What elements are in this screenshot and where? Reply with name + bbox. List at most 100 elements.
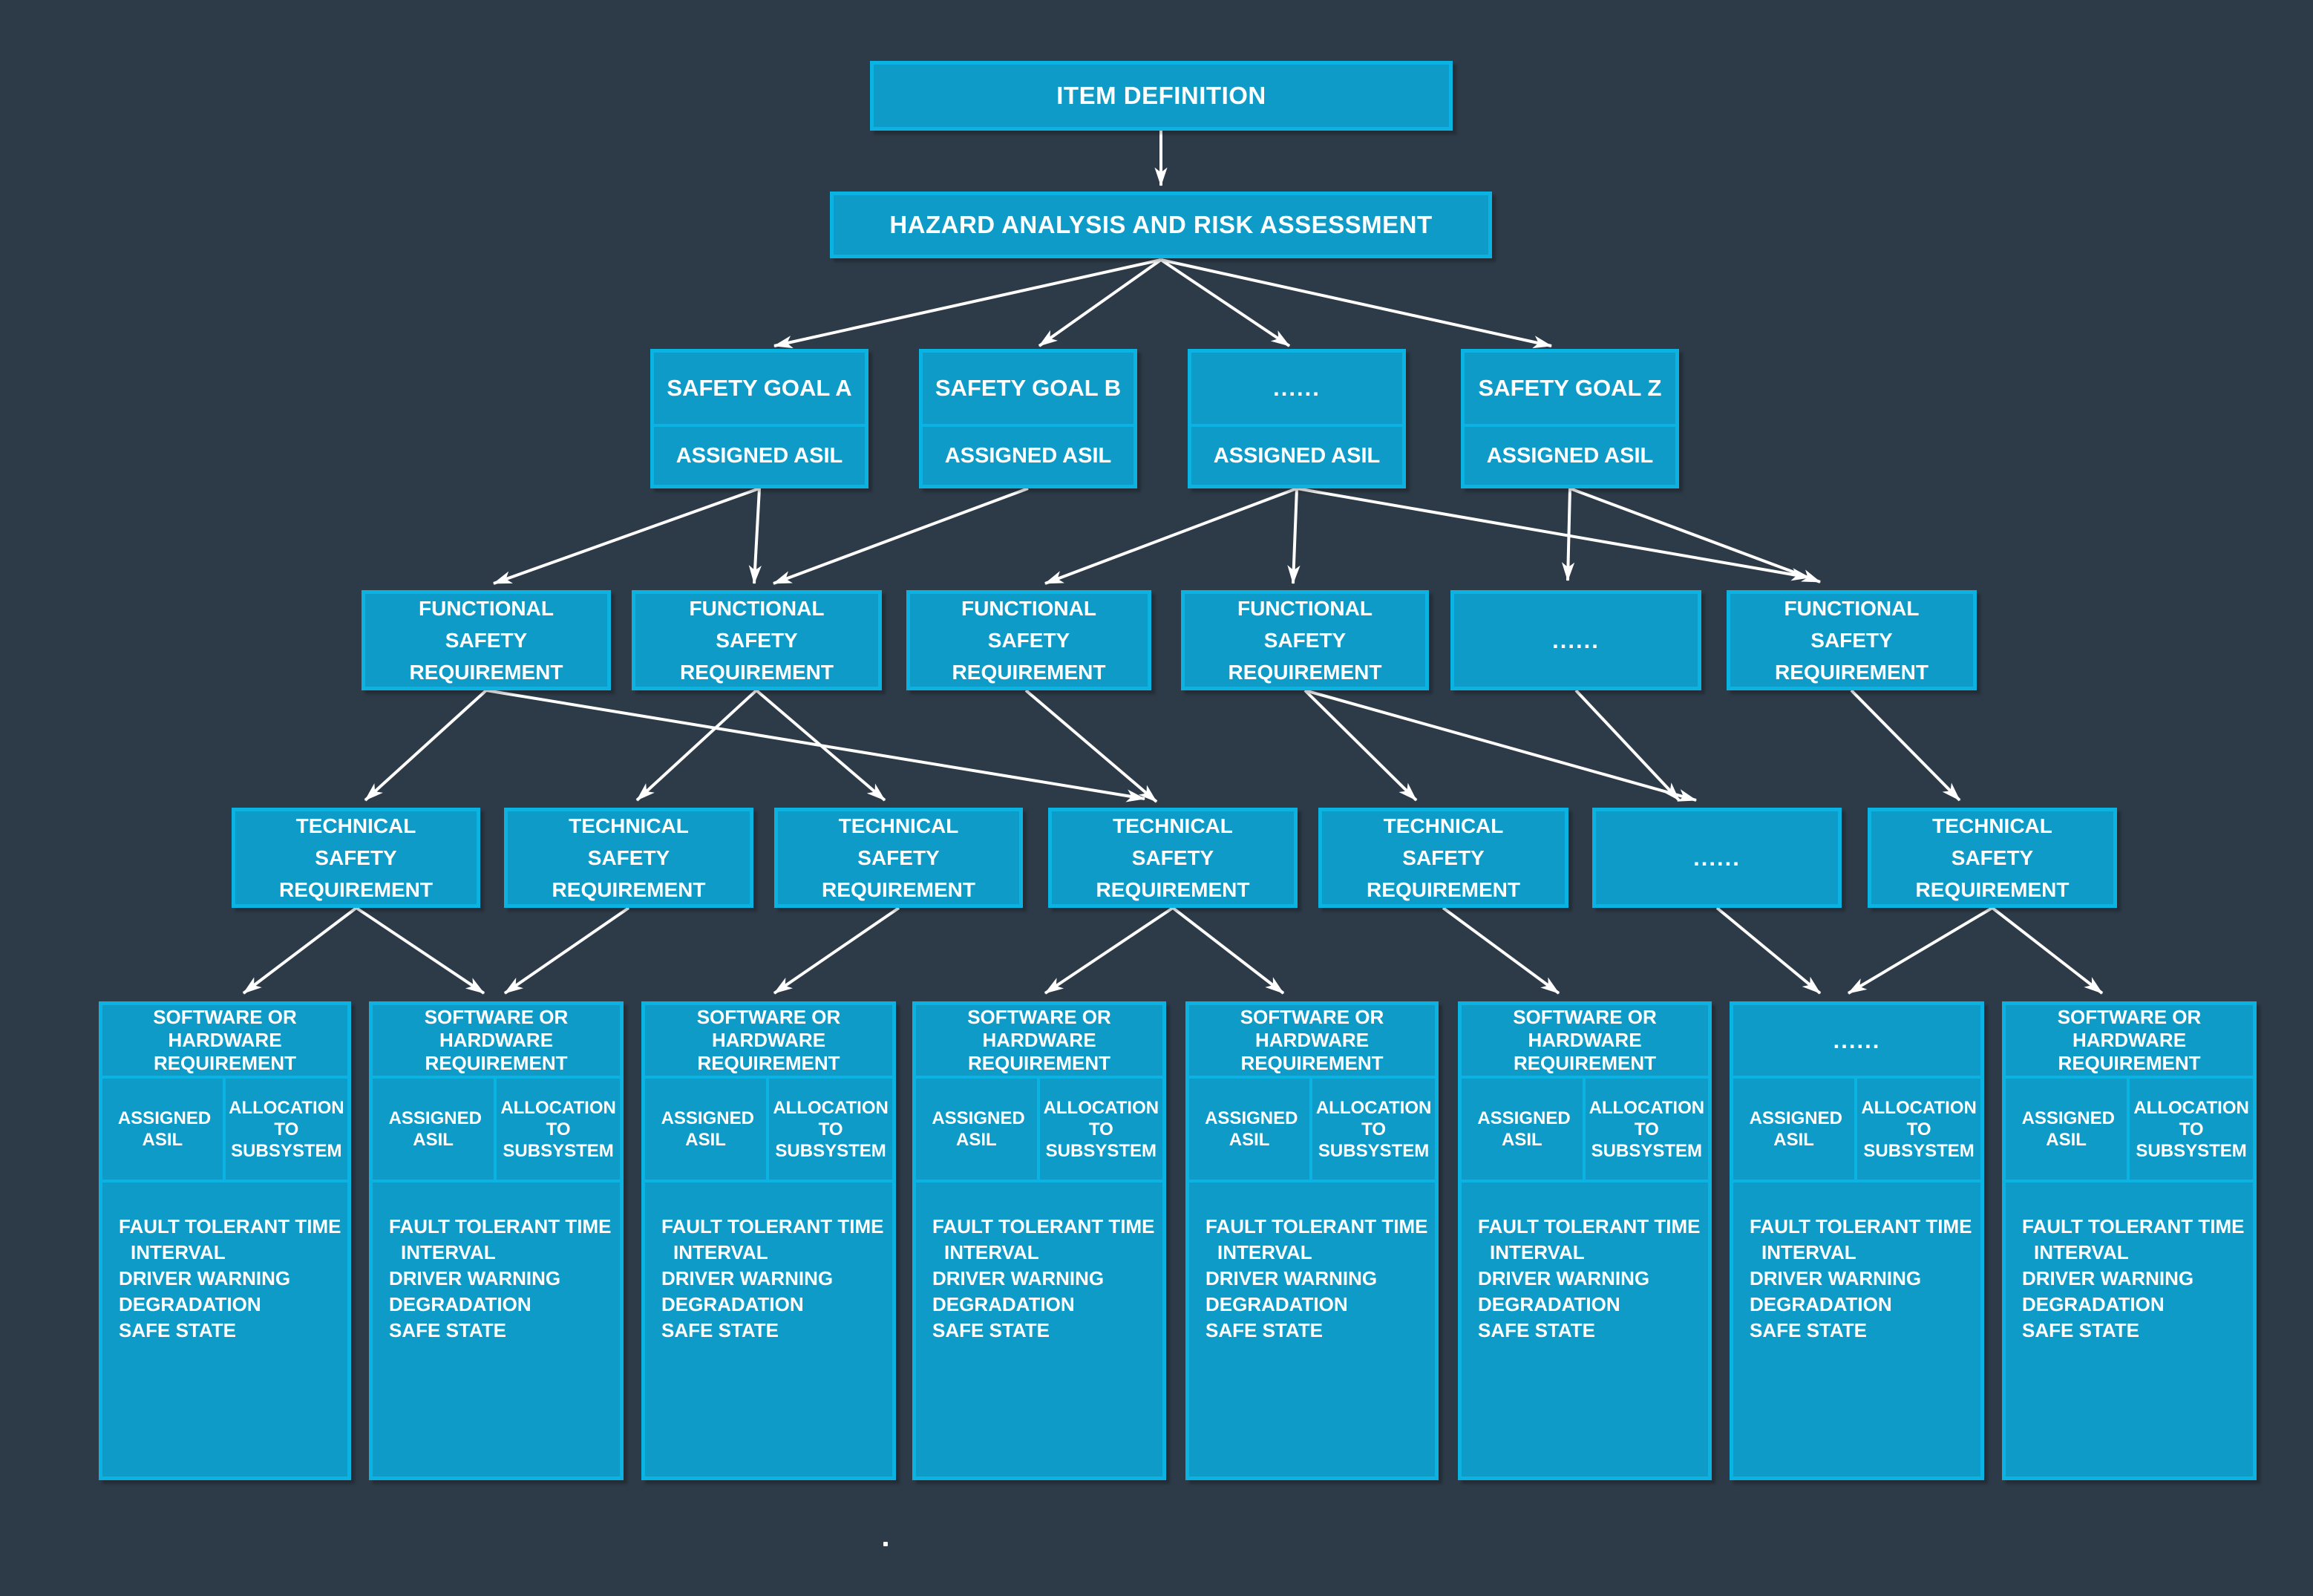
safety-goal-box-b: SAFETY GOAL B ASSIGNED ASIL [919, 349, 1137, 488]
arrow-sg4-to-fsr5 [1561, 488, 1575, 582]
arrow-hara-to-sg1 [773, 258, 1162, 349]
safety-goal-box-ellipsis: ...... ASSIGNED ASIL [1188, 349, 1406, 488]
arrow-sg3-to-fsr4 [1287, 488, 1301, 585]
software-hardware-requirement-box: SOFTWARE OR HARDWARE REQUIREMENT ASSIGNE… [641, 1001, 896, 1480]
arrow-tsr7-to-sw8 [1991, 906, 2104, 995]
arrow-tsr2-to-sw2 [503, 906, 630, 995]
sw-hw-title: SOFTWARE OR HARDWARE REQUIREMENT [645, 1005, 892, 1079]
arrow-fsr3-to-tsr4 [1024, 689, 1158, 803]
arrow-sg1-to-fsr1 [492, 487, 760, 585]
arrow-fsr5-to-tsr6 [1574, 689, 1681, 802]
arrow-tsr3-to-sw3 [773, 906, 900, 995]
safety-attributes-list: FAULT TOLERANT TIME INTERVAL DRIVER WARN… [932, 1215, 1155, 1341]
software-hardware-requirement-box-ellipsis: ...... ASSIGNED ASIL ALLOCATION TO SUBSY… [1730, 1001, 1984, 1480]
arrow-fsr2-to-tsr2 [635, 689, 758, 802]
functional-safety-requirement-box: FUNCTIONAL SAFETY REQUIREMENT [906, 590, 1151, 690]
arrow-fsr1-to-tsr1 [364, 689, 488, 802]
functional-safety-requirement-box: FUNCTIONAL SAFETY REQUIREMENT [632, 590, 882, 690]
safety-goal-box-z: SAFETY GOAL Z ASSIGNED ASIL [1461, 349, 1679, 488]
arrow-sg1-to-fsr2 [748, 488, 762, 585]
arrow-sg4-to-fsr6 [1569, 487, 1822, 583]
sw-hw-title: ...... [1733, 1005, 1980, 1079]
arrow-hara-to-sg2 [1038, 258, 1162, 347]
allocation-to-subsystem-cell: ALLOCATION TO SUBSYSTEM [2133, 1097, 2249, 1161]
assigned-asil-cell: ASSIGNED ASIL [1733, 1079, 1858, 1180]
assigned-asil-label: ASSIGNED ASIL [675, 443, 843, 468]
safety-attributes-list: FAULT TOLERANT TIME INTERVAL DRIVER WARN… [1750, 1215, 1972, 1341]
functional-safety-requirement-box: FUNCTIONAL SAFETY REQUIREMENT [1181, 590, 1429, 690]
arrow-fsr4-to-tsr5 [1303, 689, 1418, 802]
safety-attributes-list: FAULT TOLERANT TIME INTERVAL DRIVER WARN… [119, 1215, 341, 1341]
allocation-to-subsystem-cell: ALLOCATION TO SUBSYSTEM [1043, 1097, 1159, 1161]
assigned-asil-cell: ASSIGNED ASIL [373, 1079, 497, 1180]
allocation-to-subsystem-cell: ALLOCATION TO SUBSYSTEM [773, 1097, 889, 1161]
safety-goal-title: SAFETY GOAL Z [1465, 353, 1675, 427]
software-hardware-requirement-box: SOFTWARE OR HARDWARE REQUIREMENT ASSIGNE… [2002, 1001, 2257, 1480]
arrow-tsr5-to-sw6 [1442, 906, 1560, 995]
technical-safety-requirement-box: TECHNICAL SAFETY REQUIREMENT [504, 808, 753, 908]
technical-safety-requirement-box: TECHNICAL SAFETY REQUIREMENT [232, 808, 480, 908]
technical-safety-requirement-box-ellipsis: ...... [1592, 808, 1842, 908]
arrow-tsr4-to-sw4 [1044, 906, 1174, 995]
safety-attributes-list: FAULT TOLERANT TIME INTERVAL DRIVER WARN… [661, 1215, 884, 1341]
assigned-asil-cell: ASSIGNED ASIL [645, 1079, 770, 1180]
allocation-to-subsystem-cell: ALLOCATION TO SUBSYSTEM [1315, 1097, 1432, 1161]
sw-hw-title: SOFTWARE OR HARDWARE REQUIREMENT [373, 1005, 620, 1079]
software-hardware-requirement-box: SOFTWARE OR HARDWARE REQUIREMENT ASSIGNE… [912, 1001, 1166, 1480]
sw-hw-title: SOFTWARE OR HARDWARE REQUIREMENT [102, 1005, 347, 1079]
arrow-sg3-to-fsr6 [1296, 487, 1811, 581]
technical-safety-requirement-box: TECHNICAL SAFETY REQUIREMENT [1318, 808, 1568, 908]
assigned-asil-label: ASSIGNED ASIL [1213, 443, 1381, 468]
stray-dot [883, 1542, 888, 1546]
item-definition-box: ITEM DEFINITION [870, 61, 1453, 131]
arrow-fsr1-to-tsr4 [485, 689, 1146, 802]
arrow-tsr7-to-sw7 [1847, 906, 1994, 995]
arrow-tsr1-to-sw2 [355, 906, 485, 995]
assigned-asil-cell: ASSIGNED ASIL [916, 1079, 1040, 1180]
assigned-asil-label: ASSIGNED ASIL [944, 443, 1112, 468]
arrow-fsr4-to-tsr6 [1304, 689, 1698, 802]
hara-box: HAZARD ANALYSIS AND RISK ASSESSMENT [830, 192, 1492, 258]
assigned-asil-cell: ASSIGNED ASIL [2006, 1079, 2130, 1180]
arrow-fsr6-to-tsr7 [1850, 689, 1961, 802]
software-hardware-requirement-box: SOFTWARE OR HARDWARE REQUIREMENT ASSIGNE… [1185, 1001, 1439, 1480]
allocation-to-subsystem-cell: ALLOCATION TO SUBSYSTEM [1861, 1097, 1977, 1161]
allocation-to-subsystem-cell: ALLOCATION TO SUBSYSTEM [229, 1097, 344, 1161]
functional-safety-requirement-box: FUNCTIONAL SAFETY REQUIREMENT [1727, 590, 1977, 690]
item-definition-label: ITEM DEFINITION [1056, 82, 1266, 109]
safety-goal-title: SAFETY GOAL A [654, 353, 865, 427]
sw-hw-title: SOFTWARE OR HARDWARE REQUIREMENT [1189, 1005, 1435, 1079]
safety-goal-box-a: SAFETY GOAL A ASSIGNED ASIL [650, 349, 868, 488]
software-hardware-requirement-box: SOFTWARE OR HARDWARE REQUIREMENT ASSIGNE… [99, 1001, 351, 1480]
safety-goal-title: SAFETY GOAL B [923, 353, 1133, 427]
assigned-asil-cell: ASSIGNED ASIL [1462, 1079, 1586, 1180]
safety-goal-title: ...... [1191, 353, 1402, 427]
software-hardware-requirement-box: SOFTWARE OR HARDWARE REQUIREMENT ASSIGNE… [1458, 1001, 1712, 1480]
arrow-sg2-to-fsr2 [772, 487, 1029, 585]
allocation-to-subsystem-cell: ALLOCATION TO SUBSYSTEM [500, 1097, 616, 1161]
technical-safety-requirement-box: TECHNICAL SAFETY REQUIREMENT [774, 808, 1023, 908]
technical-safety-requirement-box: TECHNICAL SAFETY REQUIREMENT [1048, 808, 1298, 908]
technical-safety-requirement-box: TECHNICAL SAFETY REQUIREMENT [1868, 808, 2117, 908]
arrow-hara-to-sg3 [1159, 258, 1291, 347]
sw-hw-title: SOFTWARE OR HARDWARE REQUIREMENT [916, 1005, 1162, 1079]
assigned-asil-label: ASSIGNED ASIL [1486, 443, 1654, 468]
safety-attributes-list: FAULT TOLERANT TIME INTERVAL DRIVER WARN… [1205, 1215, 1428, 1341]
arrow-sg3-to-fsr3 [1044, 487, 1298, 585]
arrow-tsr1-to-sw1 [242, 906, 358, 995]
safety-attributes-list: FAULT TOLERANT TIME INTERVAL DRIVER WARN… [389, 1215, 612, 1341]
arrow-hara-to-sg4 [1160, 258, 1553, 349]
arrow-fsr2-to-tsr3 [755, 689, 886, 802]
safety-attributes-list: FAULT TOLERANT TIME INTERVAL DRIVER WARN… [2022, 1215, 2245, 1341]
allocation-to-subsystem-cell: ALLOCATION TO SUBSYSTEM [1589, 1097, 1705, 1161]
functional-safety-requirement-box: FUNCTIONAL SAFETY REQUIREMENT [361, 590, 611, 690]
safety-attributes-list: FAULT TOLERANT TIME INTERVAL DRIVER WARN… [1478, 1215, 1701, 1341]
functional-safety-requirement-box-ellipsis: ...... [1450, 590, 1701, 690]
arrow-tsr6-to-sw7 [1715, 906, 1822, 995]
hara-label: HAZARD ANALYSIS AND RISK ASSESSMENT [889, 211, 1433, 238]
assigned-asil-cell: ASSIGNED ASIL [1189, 1079, 1313, 1180]
sw-hw-title: SOFTWARE OR HARDWARE REQUIREMENT [1462, 1005, 1708, 1079]
software-hardware-requirement-box: SOFTWARE OR HARDWARE REQUIREMENT ASSIGNE… [369, 1001, 624, 1480]
arrow-tsr4-to-sw5 [1171, 906, 1285, 995]
